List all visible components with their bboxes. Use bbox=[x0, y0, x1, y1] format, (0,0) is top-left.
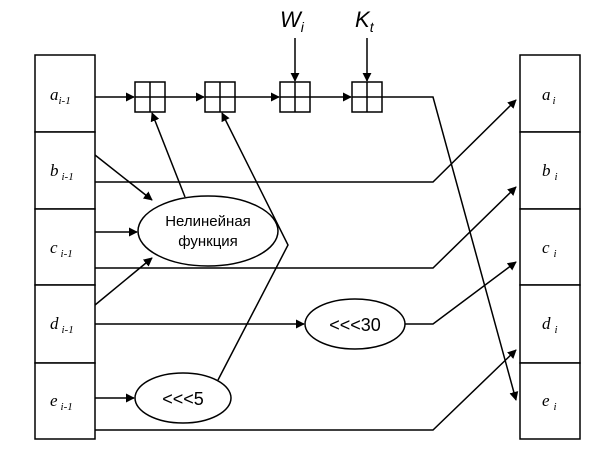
output-register-e bbox=[519, 362, 581, 440]
arrow-d-to-nonlinear bbox=[94, 257, 153, 306]
arrow-b-to-a-out bbox=[95, 99, 517, 183]
output-register-d bbox=[519, 284, 581, 364]
nonlinear-label-line1: Нелинейная bbox=[165, 213, 251, 230]
output-register-a bbox=[519, 54, 581, 133]
adder-3 bbox=[279, 81, 311, 113]
rotate-30-label: <<<30 bbox=[329, 315, 381, 335]
w-input-label: Wi bbox=[280, 7, 305, 35]
input-label-a: ai-1 bbox=[50, 85, 71, 107]
nonlinear-function-node bbox=[137, 195, 279, 267]
output-register-b bbox=[519, 131, 581, 210]
adders bbox=[134, 81, 383, 113]
arrow-adder4-to-e-out bbox=[382, 96, 519, 401]
output-register-c bbox=[519, 208, 581, 286]
input-register-b bbox=[34, 131, 96, 210]
arrow-rot5-to-adder2 bbox=[217, 112, 289, 381]
adder-4 bbox=[351, 81, 383, 113]
arrow-c-to-c-out bbox=[95, 186, 517, 269]
arrow-e-to-d-out bbox=[95, 349, 517, 431]
arrow-b-to-nonlinear bbox=[94, 154, 153, 201]
nonlinear-label-line2: функция bbox=[178, 233, 238, 250]
input-register-c bbox=[34, 208, 96, 286]
rotate-5-node bbox=[134, 372, 232, 424]
adder-2 bbox=[204, 81, 236, 113]
input-register-a bbox=[34, 54, 96, 133]
rotate-5-label: <<<5 bbox=[162, 389, 204, 409]
input-register-e bbox=[34, 362, 96, 440]
k-input-label: Kt bbox=[355, 7, 375, 35]
adder-1 bbox=[134, 81, 166, 113]
arrow-nonlinear-to-adder1 bbox=[150, 112, 186, 198]
arrow-rot30-to-d-out bbox=[405, 261, 517, 325]
input-register-d bbox=[34, 284, 96, 364]
